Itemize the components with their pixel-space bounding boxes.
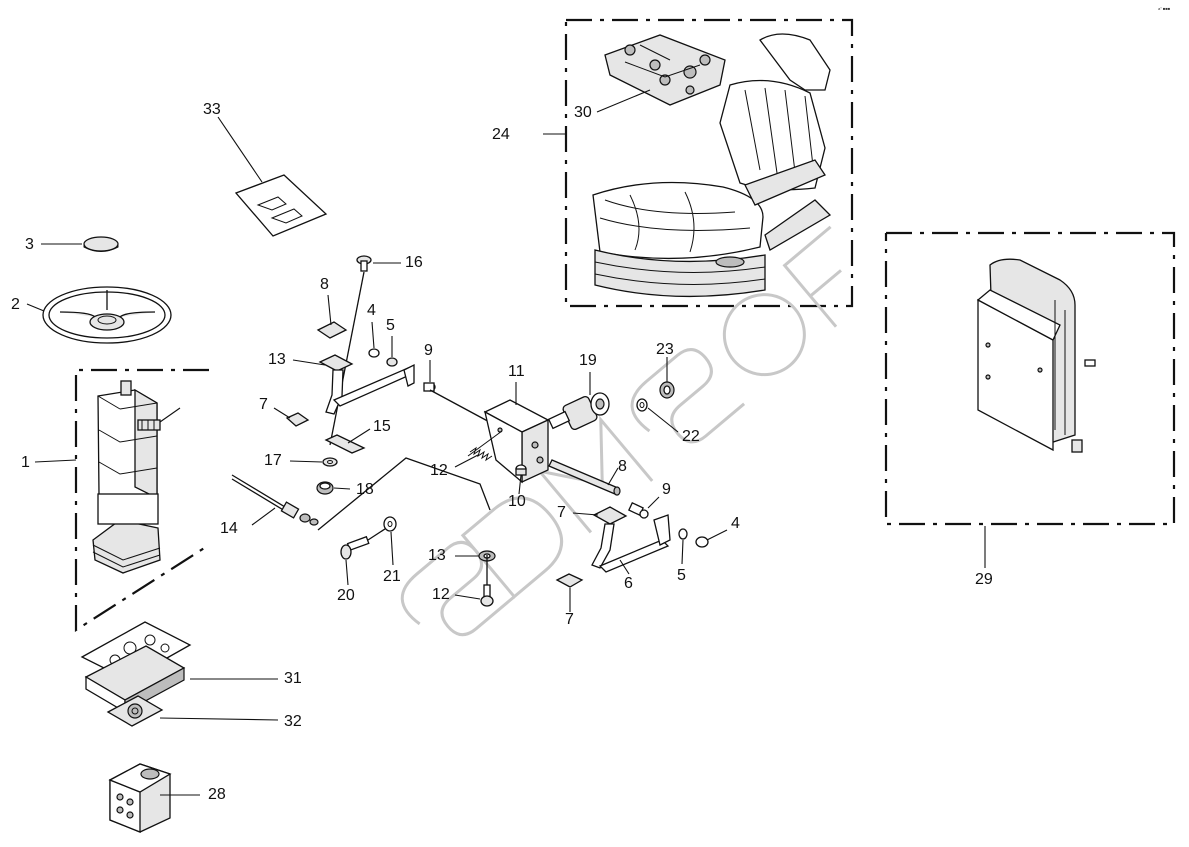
callout-8-left: 8: [320, 276, 329, 293]
spring-part-15: [467, 430, 503, 462]
ring-part-4-right: [695, 536, 709, 548]
block-part-7-left: [285, 412, 310, 427]
pedal-pad-part-8-right: [592, 506, 628, 525]
bushing-part-9-right: [628, 501, 649, 519]
bracket-part-11: [483, 399, 550, 484]
callout-1: 1: [21, 454, 30, 471]
pedal-pad-part-8-left: [316, 321, 348, 339]
callout-23: 20: [337, 587, 355, 604]
lever-part-18: [324, 434, 366, 454]
callout-17: 14: [220, 520, 238, 537]
cable-part-17: [231, 457, 491, 531]
ring-part-4-left: [368, 348, 380, 358]
rod-23: [367, 526, 389, 541]
callout-15: 12: [430, 462, 448, 479]
callout-4-right: 4: [731, 515, 740, 532]
seat-part-26: [592, 33, 832, 298]
callout-14: 10: [508, 493, 526, 510]
column-group-frame: [74, 368, 210, 633]
callout-30: 31: [284, 670, 302, 687]
seat-base-part-29: [604, 34, 726, 106]
callout-12: 12: [432, 586, 450, 603]
callout-3: 3: [25, 236, 34, 253]
nut-part-21: [316, 481, 334, 495]
floor-plate-part-32: [234, 174, 328, 237]
seat-group-frame: [564, 18, 854, 308]
callout-10: 8: [618, 458, 627, 475]
callout-2: 2: [11, 296, 20, 313]
pedal-part-16: [318, 354, 415, 415]
callout-7-left: 7: [259, 396, 268, 413]
callout-22: 19: [579, 352, 597, 369]
rod-link: [429, 389, 496, 426]
corner-mark: a° ■■■: [1158, 6, 1171, 11]
callout-27: 28: [208, 786, 226, 803]
callout-20: 17: [264, 452, 282, 469]
pedal-part-6: [591, 514, 671, 573]
callout-24-left: 21: [383, 568, 401, 585]
rod-19: [329, 271, 365, 446]
callout-29: 30: [574, 104, 592, 121]
armrest-part-28: [976, 258, 1096, 453]
callout-25: 23: [656, 341, 674, 358]
bolt-part-23: [340, 535, 370, 560]
callout-32: 33: [203, 101, 221, 118]
callout-13: 13: [428, 547, 446, 564]
bolt-part-12: [480, 584, 494, 607]
steering-wheel-part-2: [42, 286, 172, 344]
callout-24-right: 22: [682, 428, 700, 445]
block-part-7-right: [555, 573, 584, 588]
gasket-part-30: [80, 621, 192, 714]
armrest-group-frame: [884, 231, 1176, 526]
callout-7-right: 7: [565, 611, 574, 628]
callout-11: 11: [508, 363, 525, 380]
valve-part-22: [547, 392, 610, 431]
callout-26: 24: [492, 126, 510, 143]
steering-column-part-1: [92, 380, 161, 574]
bushing-part-14: [515, 464, 527, 476]
callout-8-right: 7: [557, 504, 566, 521]
washer-part-25: [659, 381, 675, 399]
callout-9-right: 9: [662, 481, 671, 498]
bolt-part-19: [356, 255, 372, 272]
steering-unit-part-27: [108, 763, 172, 833]
callout-28: 29: [975, 571, 993, 588]
shaft-part-10: [548, 459, 621, 496]
washer-part-20: [322, 457, 338, 467]
callout-6: 6: [624, 575, 633, 592]
ring-part-5-left: [386, 357, 398, 367]
callout-4-left: 4: [367, 302, 376, 319]
callout-16: 13: [268, 351, 286, 368]
nipple-part-33: [137, 419, 161, 431]
callout-21: 18: [356, 481, 374, 498]
bushing-part-9-left: [423, 382, 436, 392]
ring-part-5-right: [678, 528, 688, 540]
flange-part-31: [106, 695, 164, 727]
callout-18: 15: [373, 418, 391, 435]
washer-part-24-right: [636, 398, 648, 412]
callout-19: 16: [405, 254, 423, 271]
callout-5-right: 5: [677, 567, 686, 584]
leader-lines: [26, 89, 986, 796]
cap-part-3: [83, 236, 119, 252]
callout-5-left: 5: [386, 317, 395, 334]
washer-part-24-left: [383, 516, 397, 532]
callout-9-left: 9: [424, 342, 433, 359]
callout-31: 32: [284, 713, 302, 730]
